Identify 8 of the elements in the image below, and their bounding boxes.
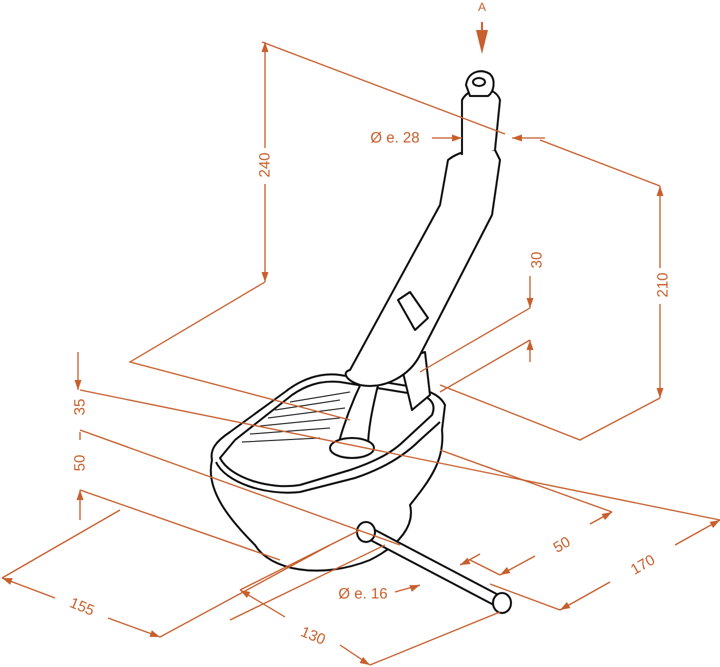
dimension-label: 35 (72, 396, 88, 418)
dimension-label: Ø e. 16 (336, 586, 390, 602)
dimension-label: 240 (258, 150, 272, 180)
dimension-label: 210 (656, 270, 670, 300)
dimension-label: Ø e. 28 (368, 130, 422, 146)
dimension-label: 50 (72, 452, 88, 474)
view-label: A (476, 1, 488, 13)
dimension-label: 30 (530, 250, 544, 270)
